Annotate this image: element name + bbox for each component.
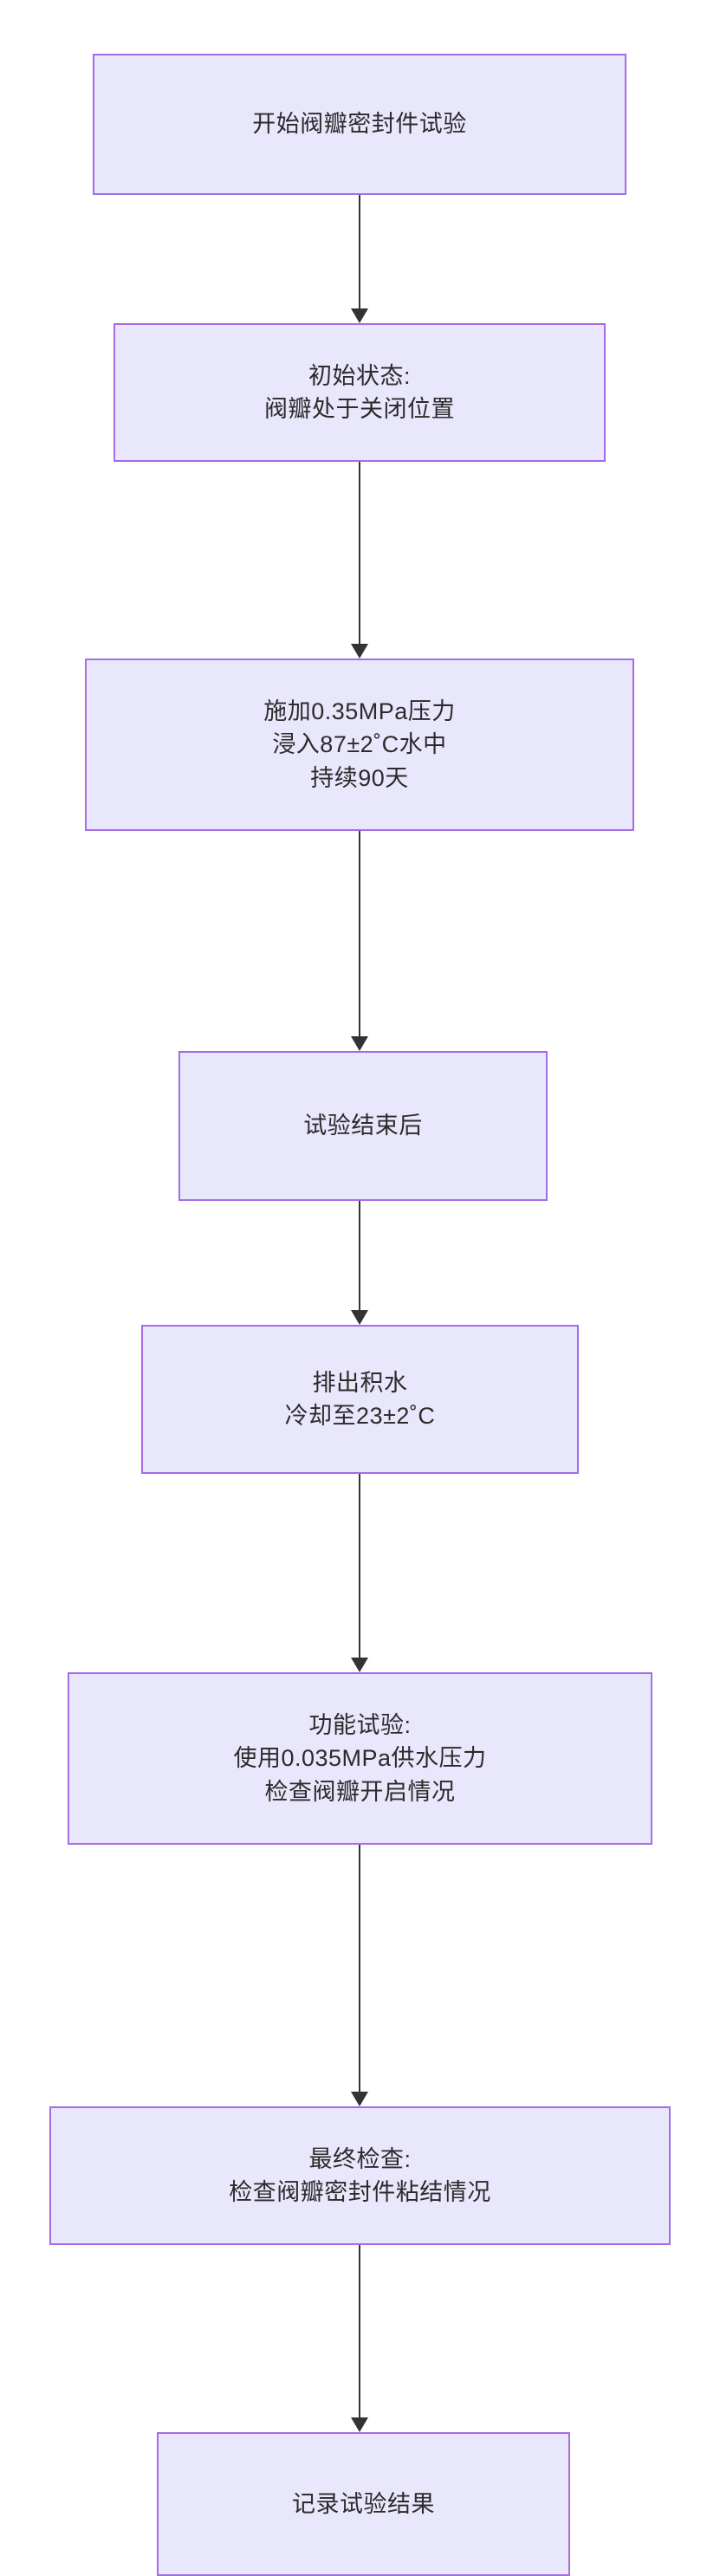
arrowhead-icon <box>351 1036 368 1051</box>
flow-node-label: 试验结束后 <box>303 1113 423 1139</box>
arrowhead-icon <box>351 644 368 659</box>
flow-node-label: 使用0.035MPa供水压力 <box>233 1745 487 1772</box>
flow-node-label: 阀瓣处于关闭位置 <box>264 396 455 422</box>
flow-node-final-inspection[interactable]: 最终检查: 检查阀瓣密封件粘结情况 <box>49 2106 671 2245</box>
arrowhead-icon <box>351 2092 368 2106</box>
edge-line <box>359 1845 360 2093</box>
flow-node-label: 施加0.35MPa压力 <box>263 698 456 724</box>
arrowhead-icon <box>351 1658 368 1672</box>
arrowhead-icon <box>351 308 368 323</box>
flow-node-label: 功能试验: <box>308 1712 412 1738</box>
edge-line <box>359 1201 360 1312</box>
arrowhead-icon <box>351 1310 368 1325</box>
flow-node-label: 最终检查: <box>308 2145 412 2172</box>
flow-node-label: 检查阀瓣密封件粘结情况 <box>229 2179 491 2205</box>
flow-node-label: 排出积水 <box>312 1369 408 1396</box>
flow-node-apply-pressure-and-immerse[interactable]: 施加0.35MPa压力浸入87±2˚C水中持续90天 <box>85 659 634 831</box>
flow-node-label: 记录试验结果 <box>292 2490 435 2517</box>
edge-line <box>359 195 360 310</box>
flow-node-label: 浸入87±2˚C水中 <box>272 731 447 758</box>
arrowhead-icon <box>351 2417 368 2432</box>
flow-node-functional-test[interactable]: 功能试验: 使用0.035MPa供水压力检查阀瓣开启情况 <box>68 1672 652 1845</box>
flow-node-drain-and-cool[interactable]: 排出积水冷却至23±2˚C <box>141 1325 579 1474</box>
flow-node-label: 初始状态: <box>308 362 411 389</box>
edge-line <box>359 831 360 1038</box>
flow-node-record-test-results[interactable]: 记录试验结果 <box>157 2432 570 2576</box>
edge-line <box>359 1474 360 1659</box>
edge-line <box>359 2245 360 2419</box>
flow-node-start-valve-disc-seal-test[interactable]: 开始阀瓣密封件试验 <box>93 54 626 195</box>
flow-node-label: 检查阀瓣开启情况 <box>264 1778 456 1805</box>
flow-node-after-test-completion[interactable]: 试验结束后 <box>178 1051 548 1201</box>
flow-node-label: 冷却至23±2˚C <box>284 1403 436 1429</box>
flow-node-initial-state[interactable]: 初始状态: 阀瓣处于关闭位置 <box>114 323 606 462</box>
flow-node-label: 开始阀瓣密封件试验 <box>252 111 467 138</box>
flow-node-label: 持续90天 <box>310 764 409 791</box>
edge-line <box>359 462 360 646</box>
